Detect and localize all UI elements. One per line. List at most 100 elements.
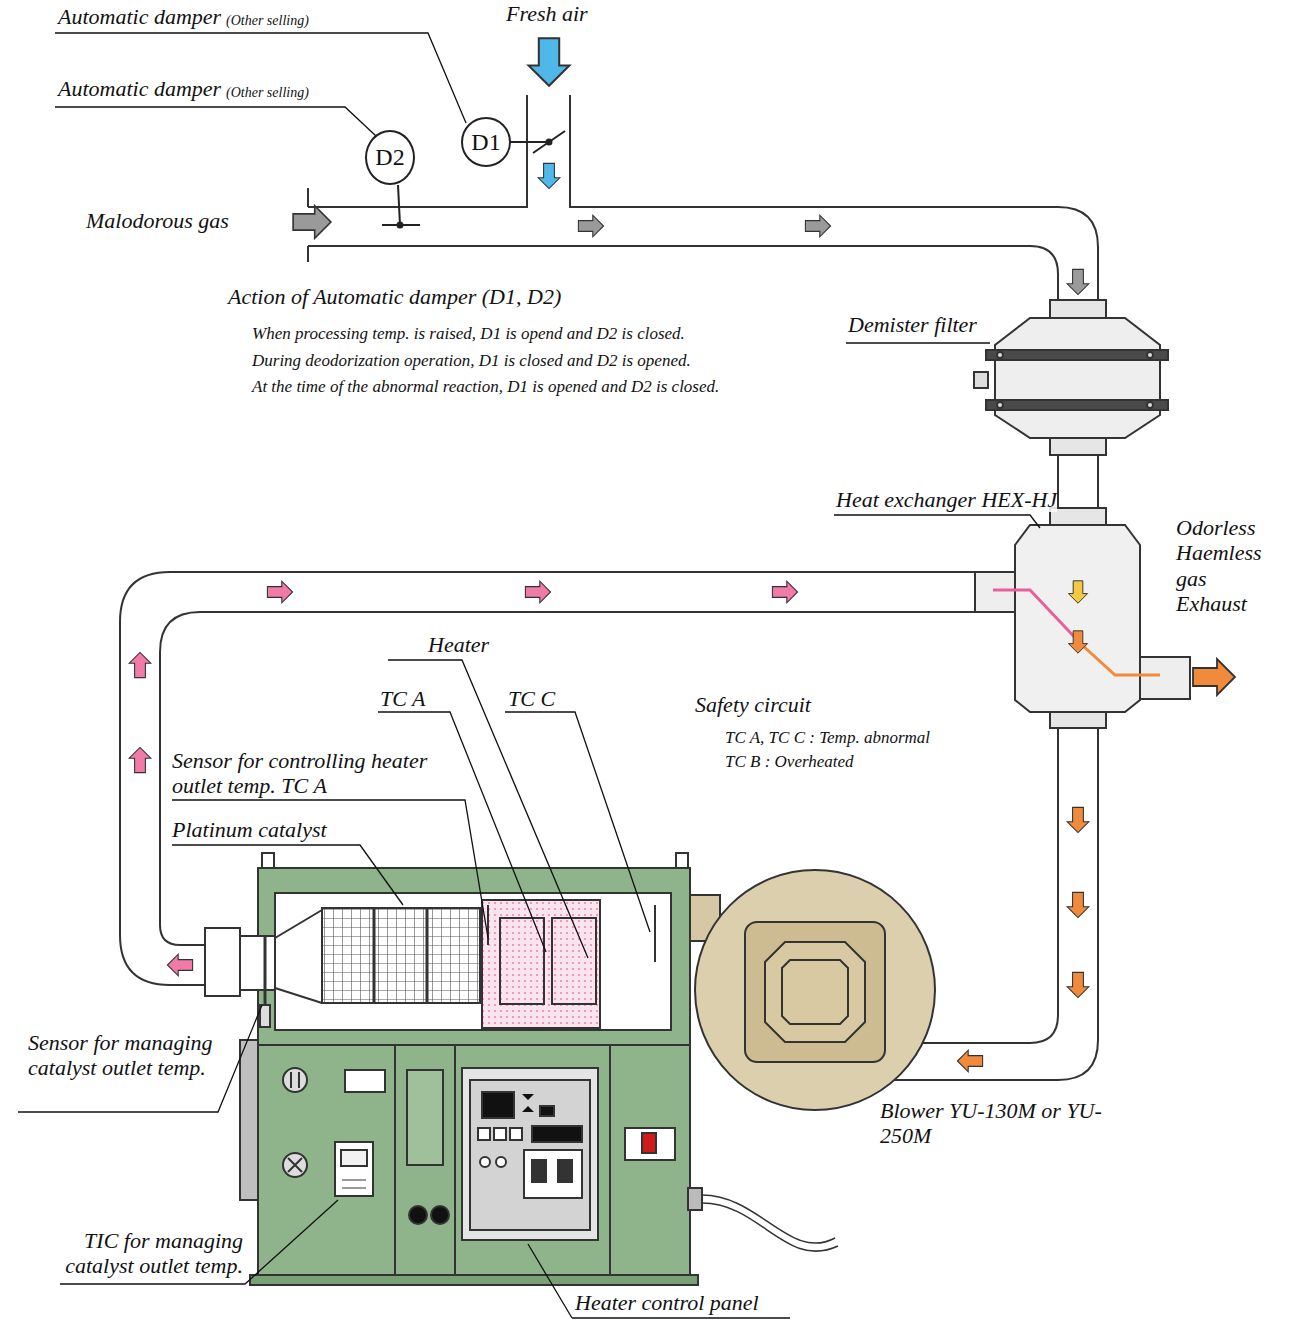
catalyst-unit [487, 905, 489, 945]
flow-arrow [538, 163, 560, 188]
demister-filter [974, 300, 1168, 508]
callout-label: (Other selling) [226, 13, 309, 29]
leader-line [55, 107, 376, 136]
callout-label: Heater control panel [575, 1290, 759, 1315]
catalyst-unit [431, 1206, 449, 1224]
catalyst-unit [374, 908, 427, 1003]
leader-line [505, 712, 650, 932]
callout-label: Demister filter [848, 312, 977, 337]
damper-symbol [510, 141, 549, 143]
callout-label: Fresh air [506, 1, 588, 26]
callout-label: When processing temp. is raised, D1 is o… [252, 324, 685, 344]
heat-exchanger [993, 590, 1082, 645]
heat-exchanger [975, 508, 1190, 728]
catalyst-unit [470, 1080, 590, 1230]
flow-arrow [1067, 269, 1089, 294]
callout-label: TC A, TC C : Temp. abnormal [725, 728, 930, 748]
catalyst-unit [702, 1195, 838, 1251]
blower [782, 960, 848, 1024]
demister-filter [1147, 402, 1153, 408]
heat-exchanger [975, 572, 1017, 612]
inlet-duct [307, 246, 309, 262]
callout-label: TC B : Overheated [725, 752, 854, 772]
damper-tag: D2 [375, 144, 404, 171]
demister-filter [1147, 352, 1153, 358]
catalyst-unit [558, 1160, 572, 1182]
flow-arrow [1067, 892, 1089, 917]
catalyst-unit [532, 1160, 546, 1182]
flow-arrow [129, 652, 151, 677]
leader-line [172, 845, 403, 905]
demister-filter [1050, 300, 1106, 318]
flow-arrow [129, 747, 151, 772]
catalyst-unit [288, 1158, 302, 1172]
leader-line [834, 515, 1040, 528]
damper-symbol [398, 185, 400, 225]
catalyst-unit [395, 1045, 610, 1275]
catalyst-unit [642, 1133, 656, 1153]
callout-label: TC C [508, 686, 555, 711]
flow-arrow [129, 38, 1235, 1072]
catalyst-unit [522, 1094, 534, 1112]
callout-label: Sensor for managing catalyst outlet temp… [28, 1030, 228, 1081]
flow-arrow [1067, 807, 1089, 832]
catalyst-unit [625, 1128, 675, 1160]
catalyst-unit [341, 1150, 367, 1166]
leader-line [18, 1005, 262, 1112]
damper-symbol [533, 131, 565, 153]
flow-arrow [525, 581, 550, 603]
inlet-duct [308, 95, 527, 207]
catalyst-unit [409, 1206, 427, 1224]
flow-arrow [957, 1050, 982, 1072]
demister-filter [986, 350, 1168, 360]
callout-label: Odorless Haemless gas Exhaust [1176, 515, 1276, 616]
catalyst-unit [540, 1106, 554, 1116]
leader-line [55, 33, 466, 123]
flow-arrow [1068, 631, 1087, 653]
callout-label: Action of Automatic damper (D1, D2) [228, 284, 561, 309]
damper-tag: D1 [471, 129, 500, 156]
catalyst-unit [462, 1068, 598, 1240]
heat-exchanger [1050, 508, 1106, 525]
heat-exchanger [1082, 645, 1160, 675]
callout-label: Heater [428, 632, 489, 657]
catalyst-unit [552, 918, 596, 1004]
flow-arrow [267, 581, 292, 603]
catalyst-unit [205, 853, 838, 1285]
catalyst-unit [283, 1153, 307, 1177]
catalyst-unit [342, 1180, 366, 1188]
callout-label: At the time of the abnormal reaction, D1… [252, 377, 719, 397]
demister-filter [974, 372, 988, 388]
inlet-duct [307, 188, 309, 207]
catalyst-unit [688, 1188, 702, 1210]
callout-label: Automatic damper [58, 4, 221, 29]
catalyst-unit [335, 1142, 373, 1196]
flow-arrow [1068, 581, 1087, 603]
catalyst-unit [275, 910, 322, 1003]
heat-exchanger [1050, 712, 1106, 728]
catalyst-unit [482, 1092, 514, 1118]
leader-line [528, 1244, 790, 1318]
demister-filter [995, 318, 1160, 438]
catalyst-unit [478, 1128, 490, 1140]
catalyst-unit [258, 868, 690, 1045]
catalyst-unit [524, 1150, 582, 1198]
callout-label: During deodorization operation, D1 is cl… [252, 351, 691, 371]
catalyst-unit [532, 1126, 582, 1142]
catalyst-unit [250, 1275, 698, 1285]
catalyst-unit [496, 1157, 506, 1167]
catalyst-unit [482, 900, 600, 1028]
flow-arrow [805, 215, 830, 237]
callout-label: Malodorous gas [86, 208, 229, 233]
demister-filter [1058, 455, 1098, 508]
demister-filter [997, 402, 1003, 408]
callout-label: Platinum catalyst [172, 817, 327, 842]
leader-line [172, 800, 488, 938]
flow-arrow [167, 954, 192, 976]
catalyst-unit [407, 1070, 443, 1165]
flow-arrow [1067, 972, 1089, 997]
catalyst-unit [240, 1040, 258, 1200]
catalyst-unit [275, 893, 671, 1030]
callout-label: Safety circuit [695, 692, 811, 717]
